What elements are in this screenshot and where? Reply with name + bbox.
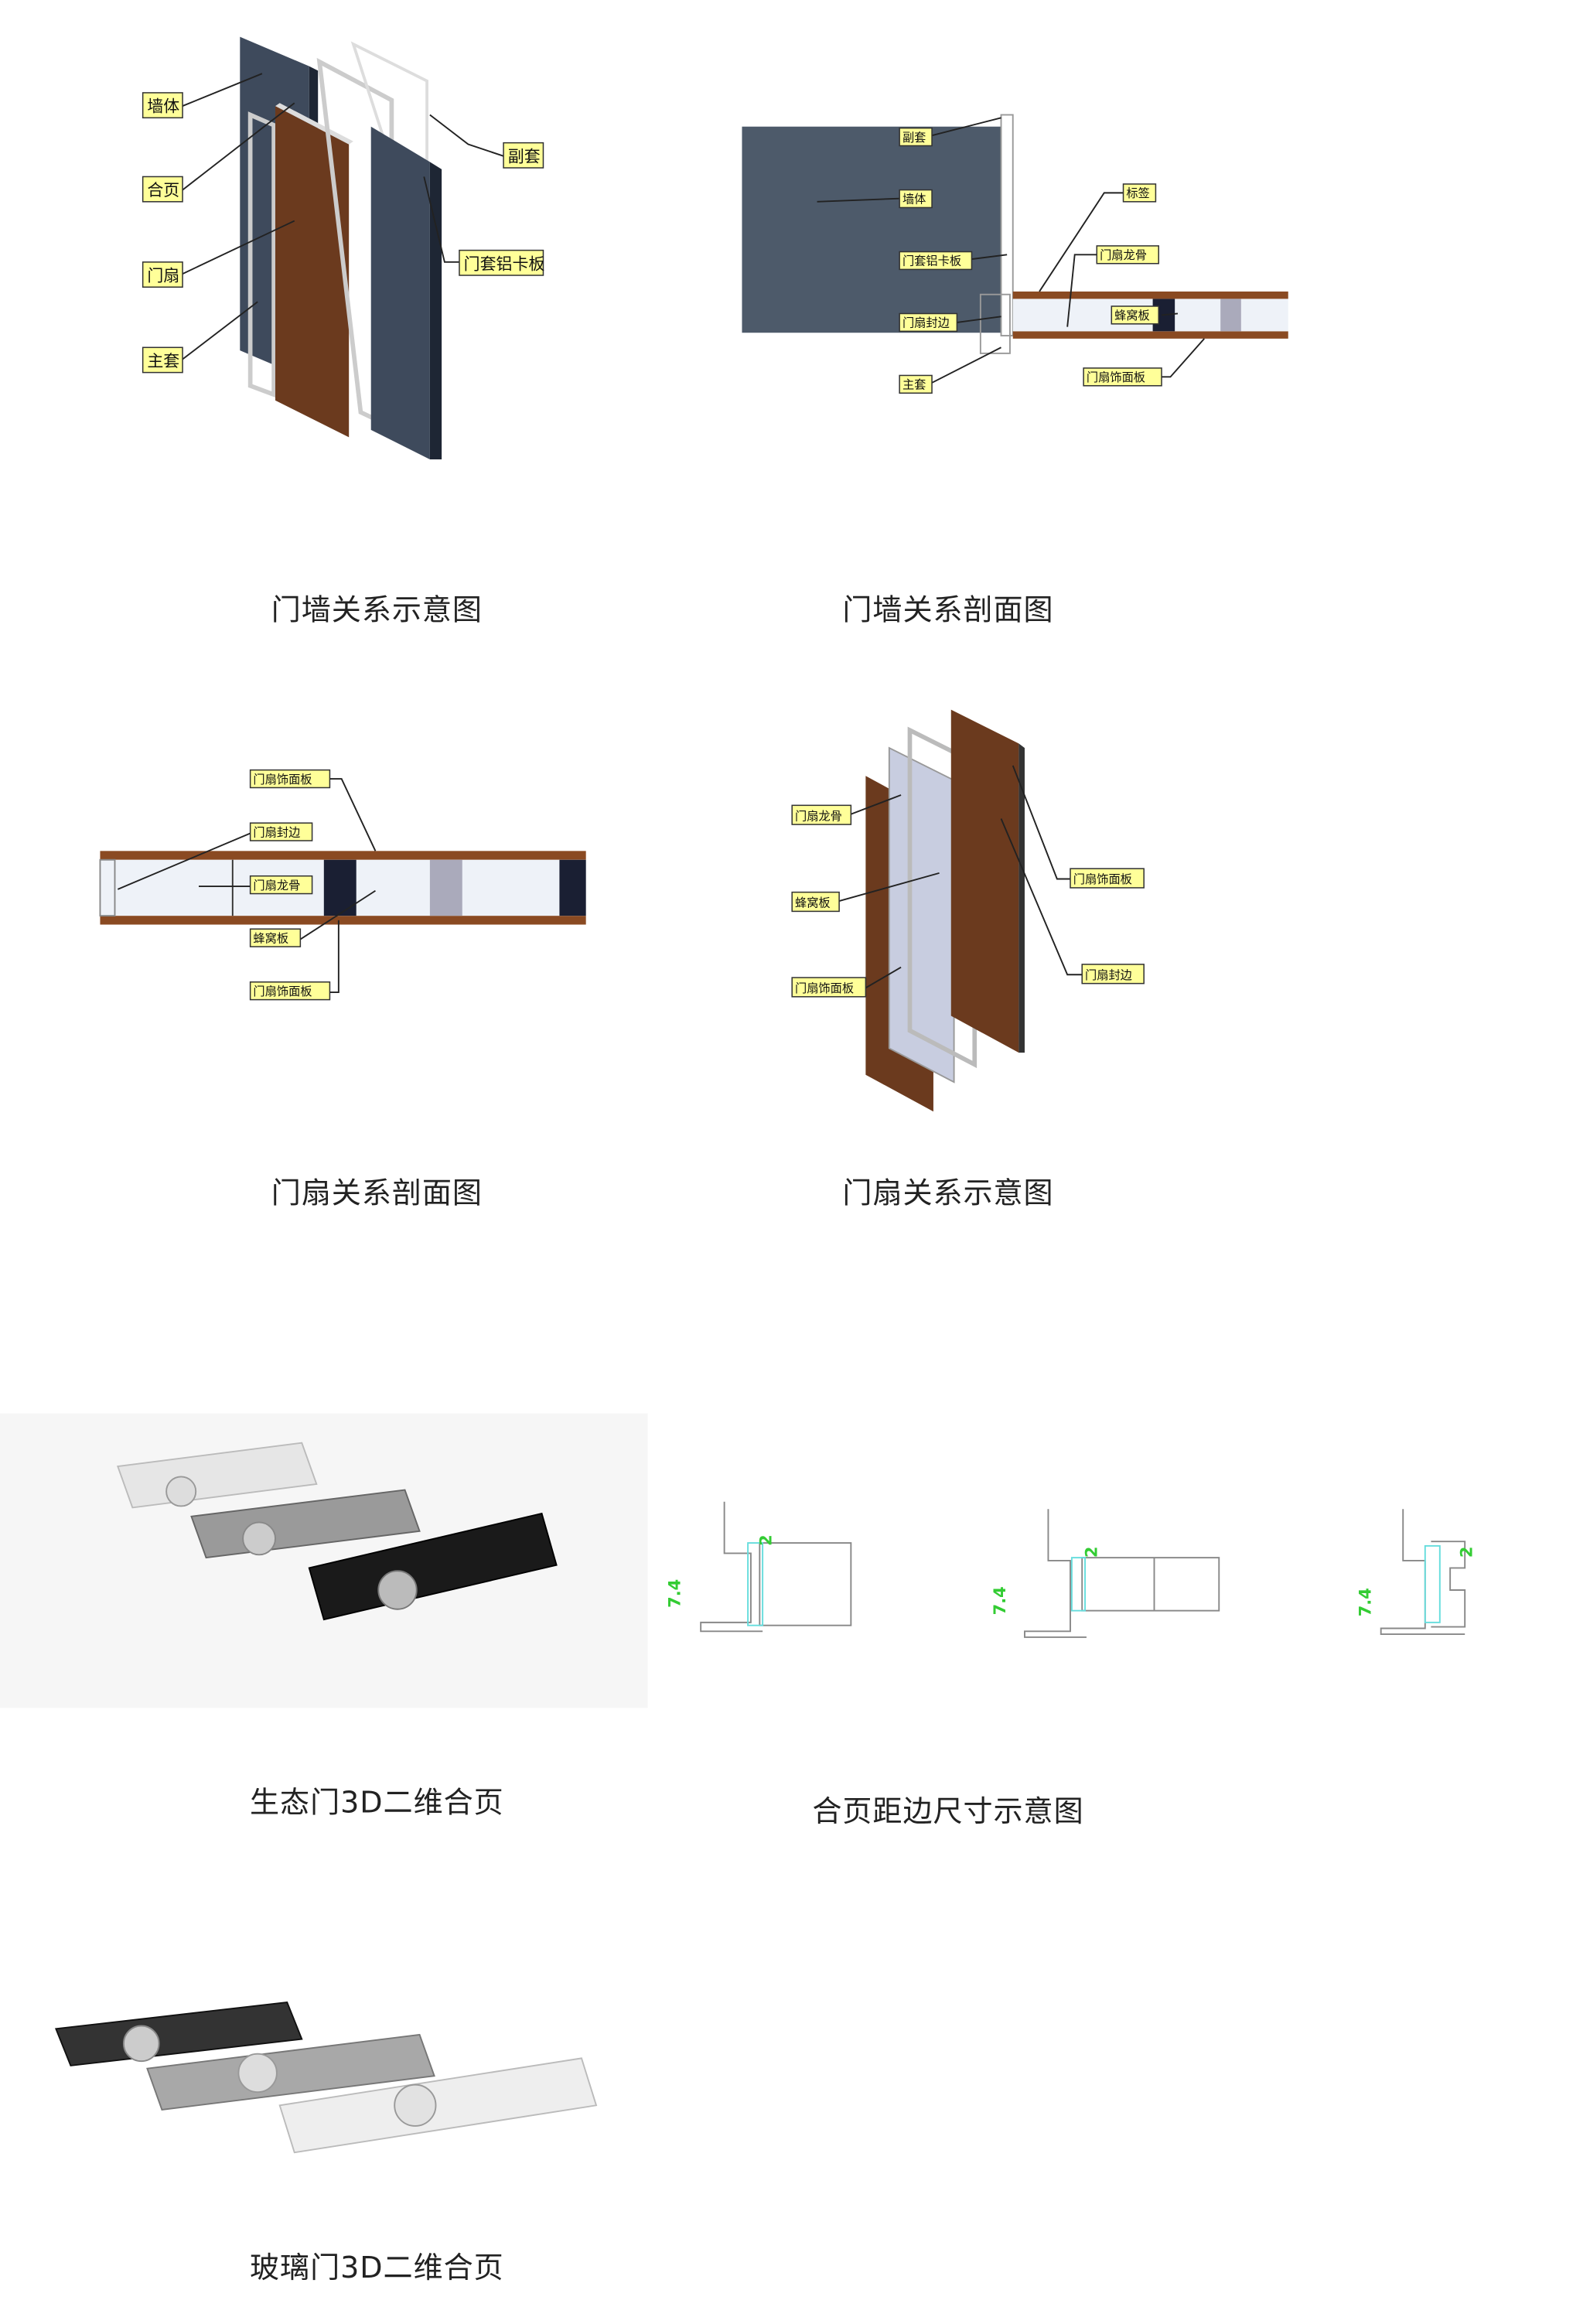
gray-hinge [146, 2033, 435, 2111]
label-face-panel-left: 门扇饰面板 [791, 977, 867, 998]
caption-door-leaf-diagram: 门扇关系示意图 [842, 1175, 1054, 1210]
svg-text:门扇封边: 门扇封边 [902, 316, 950, 330]
svg-text:门扇饰面板: 门扇饰面板 [1073, 872, 1132, 886]
door-leaf-section-diagram: 门扇饰面板 门扇封边 门扇龙骨 蜂窝板 门扇饰面板 [99, 769, 586, 1001]
label-sub-frame: 副套 [899, 127, 933, 147]
eco-door-hinge-photo [0, 1413, 648, 1708]
svg-text:主套: 主套 [902, 378, 926, 392]
door-wall-section-diagram: 副套 墙体 门套铝卡板 门扇封边 主套 标签 门扇龙骨 蜂窝板 门扇饰面板 [742, 114, 1288, 394]
svg-text:7.4: 7.4 [1356, 1588, 1374, 1616]
caption-door-wall-section: 门墙关系剖面图 [842, 592, 1054, 627]
caption-door-leaf-section: 门扇关系剖面图 [271, 1175, 483, 1210]
label-main-frame: 主套 [899, 374, 933, 394]
label-face-panel: 门扇饰面板 [1083, 367, 1162, 387]
svg-text:门扇龙骨: 门扇龙骨 [253, 879, 300, 892]
caption-hinge-edge-dimension: 合页距边尺寸示意图 [812, 1793, 1084, 1829]
label-face-panel-right: 门扇饰面板 [1070, 868, 1145, 889]
caption-glass-door-hinge: 玻璃门3D二维合页 [250, 2249, 504, 2285]
svg-text:2: 2 [1458, 1547, 1476, 1558]
caption-eco-door-hinge: 生态门3D二维合页 [250, 1784, 504, 1820]
label-keel: 门扇龙骨 [1096, 245, 1159, 264]
label-door-leaf: 门扇 [142, 261, 183, 288]
svg-text:门扇封边: 门扇封边 [1085, 968, 1132, 982]
caption-door-wall-diagram: 门墙关系示意图 [271, 592, 483, 627]
svg-text:主套: 主套 [147, 352, 179, 370]
label-honeycomb: 蜂窝板 [249, 928, 302, 947]
black-hinge [308, 1512, 558, 1621]
svg-text:墙体: 墙体 [902, 193, 926, 206]
glass-door-hinge-photo [54, 2002, 598, 2154]
svg-text:门套铝卡板: 门套铝卡板 [902, 254, 961, 268]
svg-text:门套铝卡板: 门套铝卡板 [464, 254, 545, 273]
label-sub-frame: 副套 [503, 142, 544, 169]
svg-text:门扇: 门扇 [147, 267, 179, 285]
label-face-panel-top: 门扇饰面板 [249, 769, 331, 789]
hinge-edge-dimension-diagram: 7.4 2 7.4 2 7.4 2 [666, 1501, 1476, 1638]
door-leaf-relation-diagram: 门扇龙骨 蜂窝板 门扇饰面板 门扇饰面板 门扇封边 [791, 709, 1145, 1112]
svg-text:墙体: 墙体 [147, 97, 179, 116]
label-face-panel-bottom: 门扇饰面板 [249, 981, 331, 1001]
label-keel: 门扇龙骨 [249, 875, 313, 895]
cad-profile-2: 7.4 2 [991, 1509, 1220, 1638]
label-honeycomb: 蜂窝板 [1111, 305, 1159, 325]
svg-text:副套: 副套 [508, 147, 541, 166]
white-hinge [278, 2057, 598, 2154]
svg-text:标签: 标签 [1126, 186, 1149, 200]
svg-text:合页: 合页 [147, 181, 179, 200]
svg-text:门扇封边: 门扇封边 [253, 825, 300, 839]
label-aluminum-clip: 门套铝卡板 [459, 249, 545, 276]
white-hinge [117, 1442, 318, 1509]
svg-text:2: 2 [757, 1534, 776, 1546]
gray-hinge [190, 1489, 421, 1559]
svg-text:门扇龙骨: 门扇龙骨 [795, 809, 842, 823]
label-tag: 标签 [1122, 183, 1157, 203]
svg-text:门扇饰面板: 门扇饰面板 [253, 985, 312, 998]
label-wall: 墙体 [899, 189, 933, 209]
svg-text:副套: 副套 [902, 131, 926, 145]
svg-text:门扇龙骨: 门扇龙骨 [1100, 248, 1147, 262]
label-wall: 墙体 [142, 92, 183, 119]
cad-profile-1: 7.4 2 [666, 1501, 852, 1633]
label-aluminum-clip: 门套铝卡板 [899, 251, 973, 271]
svg-text:蜂窝板: 蜂窝板 [253, 931, 288, 945]
svg-text:门扇饰面板: 门扇饰面板 [1087, 370, 1145, 384]
svg-text:蜂窝板: 蜂窝板 [795, 896, 831, 910]
label-keel: 门扇龙骨 [791, 804, 852, 825]
svg-text:7.4: 7.4 [991, 1586, 1009, 1615]
label-honeycomb: 蜂窝板 [791, 891, 840, 913]
label-hinge: 合页 [142, 176, 183, 203]
door-wall-relation-diagram: 墙体 合页 门扇 主套 副套 门套铝卡板 [142, 36, 545, 459]
label-main-frame: 主套 [142, 346, 183, 374]
svg-text:门扇饰面板: 门扇饰面板 [795, 981, 854, 995]
svg-text:门扇饰面板: 门扇饰面板 [253, 773, 312, 787]
svg-text:7.4: 7.4 [666, 1579, 684, 1608]
cad-profile-3: 7.4 2 [1356, 1509, 1476, 1636]
black-hinge [54, 2002, 303, 2066]
label-edge-banding: 门扇封边 [1081, 964, 1145, 985]
label-edge-banding: 门扇封边 [249, 822, 313, 841]
svg-text:蜂窝板: 蜂窝板 [1114, 309, 1150, 322]
svg-text:2: 2 [1082, 1547, 1100, 1558]
label-edge-banding: 门扇封边 [899, 312, 958, 333]
